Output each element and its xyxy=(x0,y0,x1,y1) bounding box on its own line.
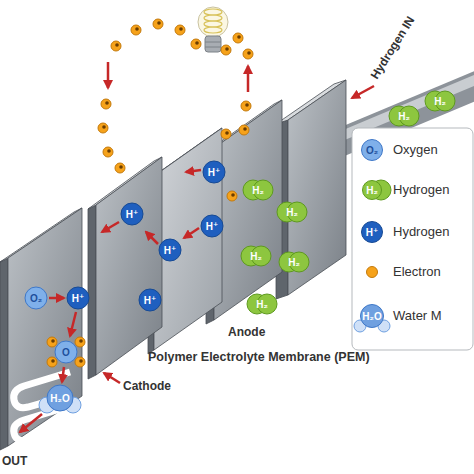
end-plate xyxy=(276,80,346,299)
molecule-shape xyxy=(201,215,223,237)
electron xyxy=(241,101,251,111)
electron xyxy=(153,19,163,29)
electrons xyxy=(47,19,253,367)
atom-symbol: O xyxy=(62,347,70,358)
plate-side xyxy=(0,258,8,450)
outlet-label: OUT xyxy=(2,455,27,468)
molecule-shape xyxy=(121,203,143,225)
molecule-shape xyxy=(243,180,273,200)
flow-arrow xyxy=(104,373,120,383)
molecule-symbol: H₂ xyxy=(398,111,410,122)
electron xyxy=(239,125,249,135)
electron xyxy=(221,45,231,55)
electron xyxy=(191,39,201,49)
electron xyxy=(227,191,237,201)
electron xyxy=(47,337,57,347)
molecule-symbol: H₂ xyxy=(256,299,268,310)
electron xyxy=(75,337,85,347)
ion-symbol: H⁺ xyxy=(208,167,221,178)
flow-arrow xyxy=(20,414,42,432)
molecule-symbol: H₂ xyxy=(250,251,262,262)
electron xyxy=(233,33,243,43)
flow-arrows xyxy=(20,62,374,432)
flow-arrow xyxy=(49,297,64,300)
flow-arrow xyxy=(184,228,199,238)
molecule-shape xyxy=(139,289,161,311)
molecule-shape xyxy=(247,294,277,314)
part-name: Cathode xyxy=(123,380,171,393)
molecule-symbol: H₂ xyxy=(434,96,446,107)
electron xyxy=(243,49,253,59)
legend-icon-text: H₂ xyxy=(366,185,378,196)
electron xyxy=(131,25,141,35)
electron xyxy=(175,25,185,35)
legend-text: Hydrogen xyxy=(393,225,449,239)
molecule-shape xyxy=(425,91,455,111)
ion-symbol: H⁺ xyxy=(72,293,85,304)
plate-face xyxy=(96,157,162,375)
ion-symbol: H⁺ xyxy=(206,221,219,232)
molecule-shape xyxy=(389,106,419,126)
electron xyxy=(115,163,125,173)
molecule-symbol: H₂O xyxy=(50,393,69,404)
molecule-shape xyxy=(25,287,47,309)
legend-icon-text: H₂O xyxy=(362,311,381,322)
legend-text: Electron xyxy=(393,265,441,279)
molecule-shape xyxy=(203,161,225,183)
ion-symbol: H⁺ xyxy=(126,209,139,220)
flow-arrow xyxy=(247,66,250,92)
flow-arrow xyxy=(70,312,76,336)
plate-face xyxy=(214,100,282,320)
molecule-shape xyxy=(279,252,309,272)
electron xyxy=(47,357,57,367)
molecule-shape xyxy=(67,287,89,309)
plate-face xyxy=(288,80,346,295)
molecule-symbol: O₂ xyxy=(30,293,42,304)
flow-arrow xyxy=(146,232,158,244)
ion-symbol: H⁺ xyxy=(164,245,177,256)
electron xyxy=(111,41,121,51)
end-plate xyxy=(0,208,82,450)
molecule-shape xyxy=(55,341,77,363)
molecule-symbol: H₂ xyxy=(288,257,300,268)
legend-text: Oxygen xyxy=(393,143,438,157)
inlet-label: Hydrogen IN xyxy=(369,14,418,81)
legend-swatch xyxy=(366,266,378,278)
flow-arrow xyxy=(102,222,119,232)
flow-arrow xyxy=(186,170,201,172)
flow-arrow xyxy=(352,86,374,98)
electron xyxy=(101,99,111,109)
legend-text: Water M xyxy=(393,309,442,323)
molecule-shape xyxy=(277,202,307,222)
molecule-symbol: H₂ xyxy=(286,207,298,218)
legend-icon-text: O₂ xyxy=(366,145,378,156)
electron xyxy=(103,147,113,157)
plate-face xyxy=(8,208,82,446)
part-name: Anode xyxy=(228,326,265,339)
legend-icon-text: H⁺ xyxy=(366,227,379,238)
electron xyxy=(221,129,231,139)
molecule-symbol: H₂ xyxy=(252,185,264,196)
part-name: Polymer Electrolyte Membrane (PEM) xyxy=(148,351,370,365)
plate-side xyxy=(88,205,96,379)
electron xyxy=(75,357,85,367)
flow-arrow xyxy=(62,367,64,382)
molecule-shape xyxy=(241,246,271,266)
cathode-plate xyxy=(88,157,162,379)
legend-text: Hydrogen xyxy=(393,183,449,197)
ion-symbol: H⁺ xyxy=(144,295,157,306)
legend-box xyxy=(352,128,473,350)
molecule-shape xyxy=(159,239,181,261)
flow-arrow xyxy=(107,62,110,88)
electron xyxy=(98,123,108,133)
molecule-shape xyxy=(39,385,81,413)
